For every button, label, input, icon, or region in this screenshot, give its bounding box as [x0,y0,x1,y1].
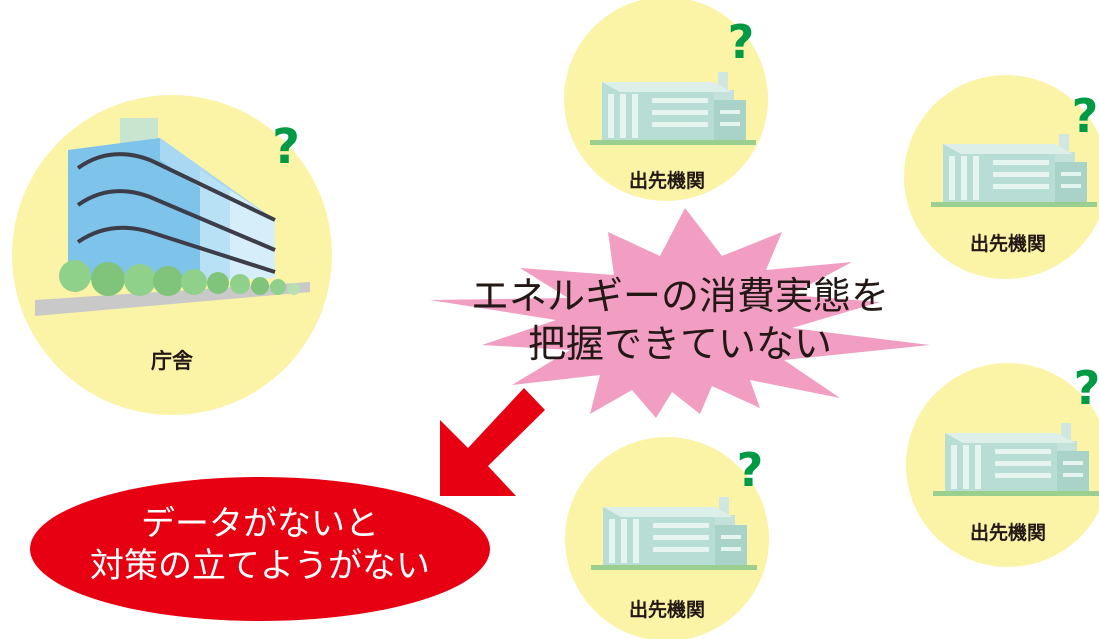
main-office-node: ? [12,95,332,415]
branch-label-3: 出先機関 [969,522,1046,544]
branch-label-4: 出先機関 [628,599,705,621]
conclusion-line-2: 対策の立てようがない [90,546,430,586]
branch-node-3: ? [906,361,1099,567]
burst-message: エネルギーの消費実態を 把握できていない [420,272,940,368]
branch-label-1: 出先機関 [628,170,705,192]
conclusion-line-1: データがないと [141,504,379,544]
branch-node-1: ? [564,0,768,201]
branch-node-2: ? [904,75,1099,279]
conclusion-message: データがないと 対策の立てようがない [40,503,480,587]
branch-question-mark-2: ? [1072,89,1099,143]
burst-message-line-1: エネルギーの消費実態を [470,274,889,318]
branch-question-mark-3: ? [1074,361,1099,415]
conclusion-oval [30,477,490,621]
branch-label-2: 出先機関 [969,233,1046,255]
main-office-building-icon [35,118,310,316]
down-left-arrow [440,388,545,496]
main-office-question-mark: ? [272,119,300,175]
burst-shape [430,208,930,418]
branch-question-mark-1: ? [728,15,755,69]
branch-question-mark-4: ? [737,443,764,497]
main-office-label: 庁舎 [151,349,193,373]
branch-node-4: ? [565,437,769,639]
burst-message-line-2: 把握できていない [527,322,832,366]
